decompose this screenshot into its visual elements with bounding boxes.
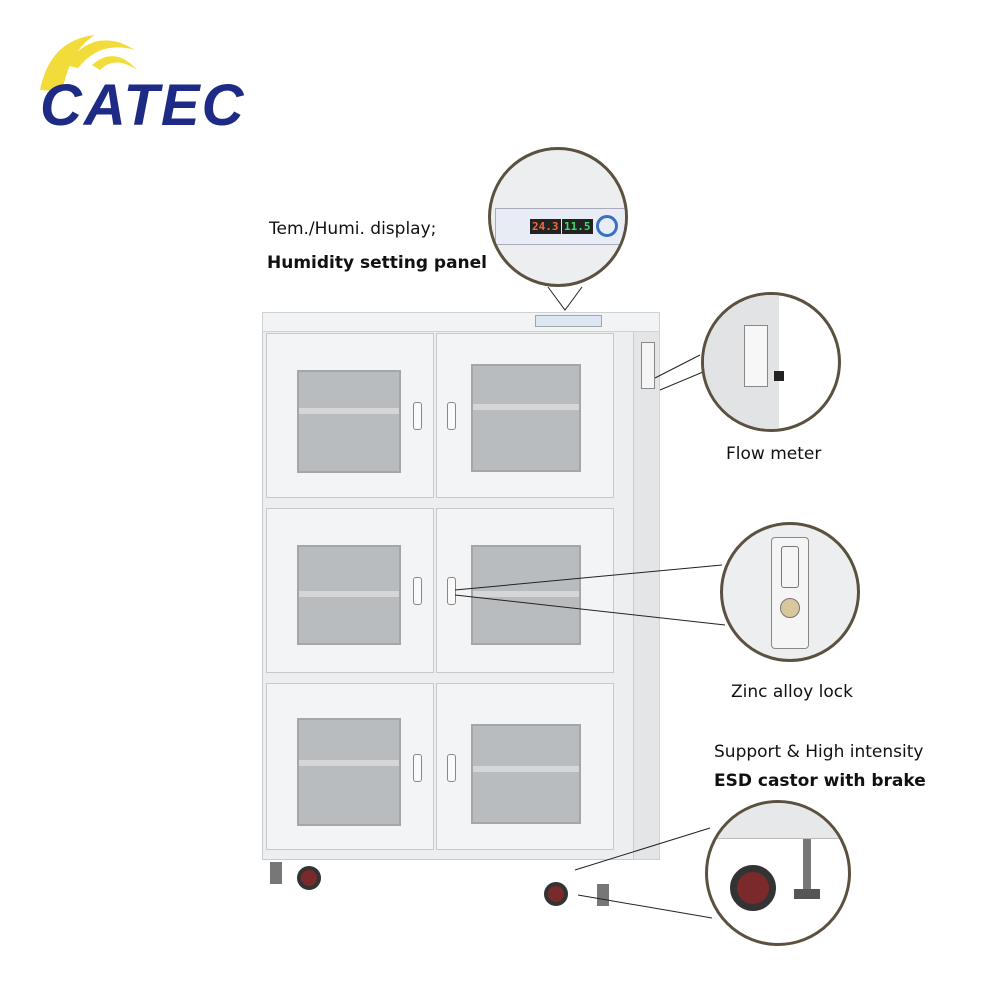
handle[interactable]	[447, 577, 456, 605]
handle[interactable]	[413, 402, 422, 430]
handle[interactable]	[447, 402, 456, 430]
castor-label-line2: ESD castor with brake	[714, 771, 926, 791]
handle[interactable]	[413, 754, 422, 782]
flow-meter[interactable]	[641, 342, 655, 389]
handle[interactable]	[447, 754, 456, 782]
logo-arcs-icon	[40, 35, 137, 92]
display-label-line1: Tem./Humi. display;	[269, 219, 437, 239]
leveling-foot	[270, 862, 282, 884]
door-bottom-left[interactable]	[266, 683, 434, 850]
control-buttons-icon	[596, 215, 618, 237]
display-label-line2: Humidity setting panel	[267, 253, 488, 273]
leveling-foot	[597, 884, 609, 906]
door-top-left[interactable]	[266, 333, 434, 498]
castor-callout	[705, 800, 851, 946]
temperature-reading: 24.3	[530, 219, 561, 234]
logo: CATEC	[0, 0, 243, 150]
lock-icon	[771, 537, 809, 649]
castor-wheel	[297, 866, 321, 890]
lock-label: Zinc alloy lock	[731, 682, 853, 702]
display-panel: 24.3 11.5	[495, 208, 625, 245]
door-middle-right[interactable]	[436, 508, 614, 673]
leveling-foot-icon	[803, 839, 811, 889]
lock-callout	[720, 522, 860, 662]
display-callout: 24.3 11.5	[488, 147, 628, 287]
humidity-reading: 11.5	[562, 219, 593, 234]
door-top-right[interactable]	[436, 333, 614, 498]
door-bottom-right[interactable]	[436, 683, 614, 850]
flow-meter-icon	[744, 325, 768, 387]
control-panel[interactable]	[535, 315, 602, 327]
castor-label-line1: Support & High intensity	[714, 742, 924, 762]
castor-wheel-icon	[730, 865, 776, 911]
flow-meter-callout	[701, 292, 841, 432]
logo-text: CATEC	[40, 73, 246, 138]
flow-meter-label: Flow meter	[726, 444, 822, 464]
handle[interactable]	[413, 577, 422, 605]
door-middle-left[interactable]	[266, 508, 434, 673]
castor-wheel	[544, 882, 568, 906]
